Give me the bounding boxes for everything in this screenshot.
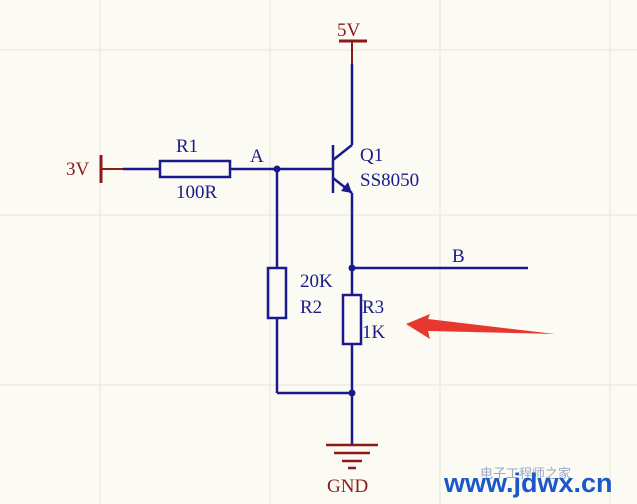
junction-a — [273, 165, 281, 173]
junction-ground — [348, 389, 356, 397]
resistor-r2-value: 20K — [300, 271, 333, 292]
resistor-r1-value: 100R — [176, 182, 218, 203]
supply-5v-label: 5V — [337, 20, 361, 41]
resistor-r2-ref: R2 — [300, 297, 322, 318]
ground-symbol — [326, 443, 378, 470]
supply-5v: 5V — [337, 20, 367, 64]
transistor-q1-part: SS8050 — [360, 170, 419, 191]
resistor-r3-value: 1K — [362, 322, 386, 343]
node-a-label: A — [250, 146, 264, 167]
resistor-r3: R3 1K — [341, 293, 386, 346]
supply-3v: 3V — [66, 155, 123, 183]
node-b-label: B — [452, 246, 465, 267]
pointer-arrow-icon — [406, 314, 555, 339]
watermark-domain: www.jdwx.cn — [443, 468, 613, 498]
resistor-r1-ref: R1 — [176, 136, 198, 157]
resistor-r3-ref: R3 — [362, 297, 384, 318]
transistor-q1-ref: Q1 — [360, 145, 383, 166]
ground-label: GND — [327, 476, 368, 497]
resistor-r2: 20K R2 — [266, 266, 333, 320]
resistor-r1: R1 100R — [158, 136, 232, 203]
junction-b — [348, 264, 356, 272]
emitter-arrow-icon — [341, 182, 352, 193]
supply-3v-label: 3V — [66, 159, 90, 180]
watermark-caption: 电子工程师之家 — [480, 466, 571, 482]
wires — [123, 64, 528, 445]
